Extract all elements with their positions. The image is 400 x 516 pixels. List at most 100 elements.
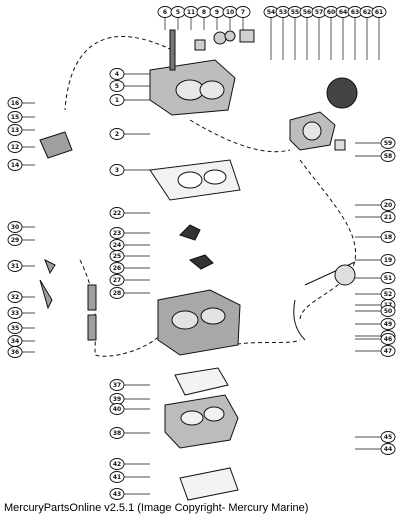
- left-parts: [39, 131, 97, 341]
- callout-number: 3: [115, 167, 119, 174]
- callout-bubble: [371, 6, 387, 18]
- callout-number: 25: [113, 253, 121, 260]
- callout-number: 15: [11, 114, 19, 121]
- callout-number: 26: [113, 265, 121, 272]
- base-plate: [164, 367, 239, 501]
- callout-number: 39: [113, 396, 121, 403]
- callout-number: 45: [384, 434, 392, 441]
- callout-bubble: [380, 231, 396, 243]
- callout-number: 37: [113, 382, 121, 389]
- callout-bubble: [380, 272, 396, 284]
- callout-bubble: [380, 443, 396, 455]
- callout-number: 56: [303, 9, 311, 16]
- callout-number: 11: [187, 9, 195, 16]
- callout-number: 42: [113, 461, 121, 468]
- small-springs: [194, 29, 255, 51]
- callout-number: 40: [113, 406, 121, 413]
- callout-number: 21: [384, 214, 392, 221]
- callout-number: 23: [113, 230, 121, 237]
- callout-bubble: [7, 234, 23, 246]
- callout-number: 57: [315, 9, 323, 16]
- callout-number: 28: [113, 290, 121, 297]
- callout-number: 62: [363, 9, 371, 16]
- callout-bubble: [109, 262, 125, 274]
- throttle-body: [149, 29, 236, 116]
- callout-number: 36: [11, 349, 19, 356]
- callout-number: 30: [11, 224, 19, 231]
- callout-number: 54: [267, 9, 275, 16]
- callout-number: 7: [241, 9, 245, 16]
- fuel-pump: [289, 77, 358, 151]
- callout-bubble: [380, 150, 396, 162]
- callout-bubble: [7, 291, 23, 303]
- callout-bubble: [7, 221, 23, 233]
- callout-number: 22: [113, 210, 121, 217]
- callout-bubble: [109, 80, 125, 92]
- callout-number: 2: [115, 131, 119, 138]
- assembly-line: [79, 259, 166, 357]
- linkage-rod: [293, 261, 356, 341]
- callout-bubble: [7, 322, 23, 334]
- callout-number: 4: [115, 71, 119, 78]
- callout-bubble: [109, 471, 125, 483]
- callout-bubble: [109, 164, 125, 176]
- callout-number: 34: [11, 338, 19, 345]
- callout-bubble: [109, 207, 125, 219]
- callout-number: 8: [202, 9, 206, 16]
- callout-number: 16: [11, 100, 19, 107]
- callout-bubble: [109, 68, 125, 80]
- callout-number: 5: [176, 9, 180, 16]
- callout-bubble: [109, 287, 125, 299]
- callout-number: 55: [291, 9, 299, 16]
- callout-number: 53: [279, 9, 287, 16]
- callout-bubble: [109, 250, 125, 262]
- callout-bubble: [109, 458, 125, 470]
- callout-number: 64: [339, 9, 347, 16]
- callout-number: 58: [384, 153, 392, 160]
- callout-number: 24: [113, 242, 121, 249]
- assembly-line: [64, 36, 173, 111]
- callout-bubble: [380, 333, 396, 345]
- callout-bubble: [380, 137, 396, 149]
- callout-number: 47: [384, 348, 392, 355]
- callout-number: 38: [113, 430, 121, 437]
- callout-bubble: [109, 128, 125, 140]
- callout-bubble: [235, 6, 251, 18]
- callout-bubble: [109, 274, 125, 286]
- assembly-line: [189, 119, 291, 153]
- callout-number: 60: [327, 9, 335, 16]
- callout-bubble: [109, 379, 125, 391]
- callout-number: 10: [226, 9, 234, 16]
- callout-number: 41: [113, 474, 121, 481]
- callout-number: 29: [11, 237, 19, 244]
- callout-number: 1: [115, 97, 119, 104]
- callout-bubble: [7, 97, 23, 109]
- callout-number: 59: [384, 140, 392, 147]
- callout-number: 12: [11, 144, 19, 151]
- assembly-line: [299, 159, 357, 321]
- callout-number: 6: [163, 9, 167, 16]
- callout-bubble: [7, 141, 23, 153]
- callout-number: 51: [384, 275, 392, 282]
- callout-bubble: [7, 124, 23, 136]
- callout-number: 19: [384, 257, 392, 264]
- copyright-caption: MercuryPartsOnline v2.5.1 (Image Copyrig…: [4, 502, 309, 514]
- callout-number: 27: [113, 277, 121, 284]
- callout-bubble: [380, 254, 396, 266]
- callout-bubble: [7, 307, 23, 319]
- callout-number: 5: [115, 83, 119, 90]
- callout-bubble: [380, 345, 396, 357]
- callout-bubble: [7, 260, 23, 272]
- callout-number: 43: [113, 491, 121, 498]
- callout-number: 13: [11, 127, 19, 134]
- callout-number: 18: [384, 234, 392, 241]
- floats: [179, 224, 214, 270]
- callout-number: 35: [11, 325, 19, 332]
- callout-number: 63: [351, 9, 359, 16]
- callout-bubble: [109, 488, 125, 500]
- callout-bubble: [7, 111, 23, 123]
- assembly-line: [229, 339, 301, 346]
